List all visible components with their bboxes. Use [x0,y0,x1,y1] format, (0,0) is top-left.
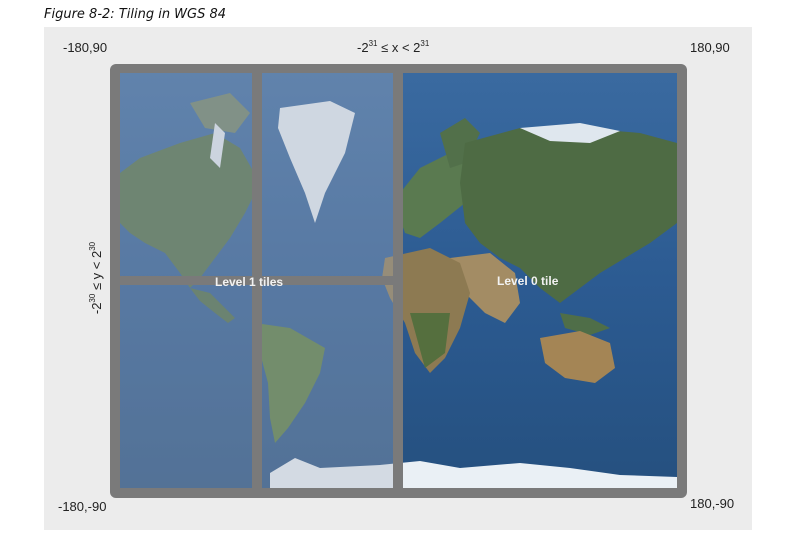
level1-horizontal-divider [120,276,393,285]
south-america-landmass [255,323,325,443]
x-range-exponent-low: 31 [368,39,378,48]
x-range-exponent-high: 31 [420,39,430,48]
corner-label-top-left: -180,90 [63,40,108,55]
scandinavia-landmass [440,118,480,168]
asia-landmass [460,128,677,303]
central-africa-forest [410,313,450,368]
world-map-drawing [120,73,677,488]
australia-landmass [540,331,615,383]
greenland-ice [278,101,355,223]
corner-label-top-right: 180,90 [690,40,730,55]
arctic-islands [190,93,250,133]
y-axis-range-label: -230 ≤ y < 230 [88,241,104,315]
y-range-exponent-low: 30 [88,293,97,303]
antarctica-ice [270,458,677,488]
africa-landmass [382,248,470,373]
x-range-prefix: -2 [357,40,369,55]
central-america-landmass [190,288,235,323]
corner-label-bottom-right: 180,-90 [690,496,735,511]
y-range-middle: ≤ y < 2 [89,250,104,294]
figure-caption: Figure 8-2: Tiling in WGS 84 [44,7,227,22]
x-axis-range-label: -231 ≤ x < 231 [357,39,430,56]
arctic-snow [210,123,225,168]
siberia-snow [520,123,620,143]
middle-east-landmass [450,253,520,323]
world-map-image [120,73,677,488]
level1-tiles-label: Level 1 tiles [215,275,284,289]
europe-landmass [398,153,470,238]
north-america-landmass [120,133,260,288]
level0-divider [393,73,403,488]
y-range-prefix: -2 [89,302,104,315]
y-range-exponent-high: 30 [88,241,97,251]
corner-label-bottom-left: -180,-90 [58,499,107,514]
x-range-middle: ≤ x < 2 [377,40,421,55]
level0-tile-label: Level 0 tile [497,274,559,288]
southeast-asia-islands [560,313,610,335]
